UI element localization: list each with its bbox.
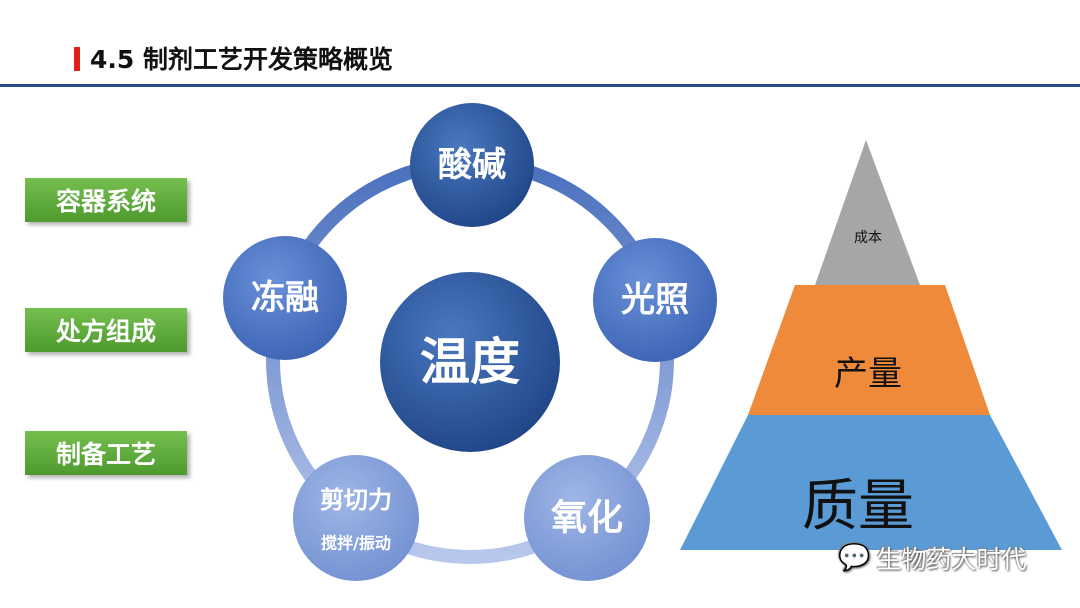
svg-text:冻融: 冻融 bbox=[251, 278, 319, 318]
node-light: 光照 bbox=[593, 238, 717, 362]
svg-text:光照: 光照 bbox=[621, 280, 689, 320]
box-process: 制备工艺 bbox=[25, 431, 187, 475]
shear-subtitle: 搅拌/振动 bbox=[321, 534, 391, 553]
pyramid-middle-layer bbox=[748, 285, 990, 415]
node-acid-base: 酸碱 bbox=[410, 103, 534, 227]
svg-text:氧化: 氧化 bbox=[551, 498, 623, 539]
pyramid-middle-label: 产量 bbox=[834, 354, 902, 394]
node-oxidation: 氧化 bbox=[524, 455, 650, 581]
svg-text:剪切力: 剪切力 bbox=[320, 486, 392, 514]
pyramid-bottom-label: 质量 bbox=[802, 474, 914, 539]
svg-text:酸碱: 酸碱 bbox=[438, 145, 506, 185]
page-title: 4.5 制剂工艺开发策略概览 bbox=[90, 45, 393, 74]
box-formulation: 处方组成 bbox=[25, 308, 187, 352]
header-divider bbox=[0, 84, 1080, 87]
pyramid-top-layer bbox=[815, 140, 920, 285]
watermark-text: 生物药大时代 bbox=[876, 545, 1027, 574]
pyramid-bottom-layer bbox=[680, 415, 1062, 550]
node-freeze-thaw: 冻融 bbox=[223, 236, 347, 360]
node-shear: 剪切力 搅拌/振动 bbox=[293, 455, 419, 581]
box-container-system: 容器系统 bbox=[25, 178, 187, 222]
watermark: 💬 生物药大时代 bbox=[838, 540, 1026, 576]
pyramid: 成本 产量 质量 bbox=[680, 140, 1062, 550]
svg-text:温度: 温度 bbox=[420, 333, 520, 391]
wechat-icon: 💬 bbox=[838, 543, 871, 573]
title-accent-bar bbox=[74, 47, 80, 71]
pyramid-top-label: 成本 bbox=[854, 230, 882, 246]
center-node: 温度 bbox=[380, 272, 560, 452]
